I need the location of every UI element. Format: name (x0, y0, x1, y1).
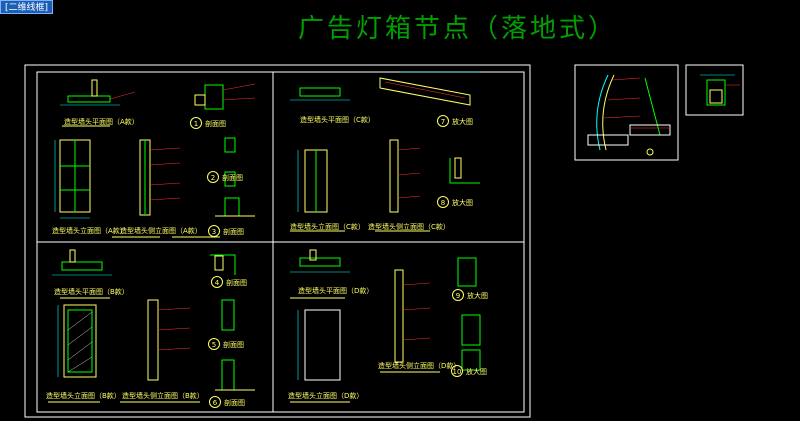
callout-4: 4 (211, 276, 223, 288)
panel-a-section2-label: 剖面图 (222, 174, 243, 182)
callout-3: 3 (208, 225, 220, 237)
callout-8: 8 (437, 196, 449, 208)
viewport-tab[interactable]: [二维线框] (0, 0, 54, 14)
panel-b-section1-label: 剖面图 (226, 279, 247, 287)
callout-7: 7 (437, 115, 449, 127)
detail-frame-1-drawing (587, 74, 671, 156)
panel-b-elev2-label: 造型墙头侧立面图（B款） (122, 392, 204, 400)
panel-c-detail2-label: 放大图 (452, 199, 473, 207)
panel-c-elev1-label: 造型墙头立面图（C款） (290, 223, 365, 231)
panel-a-section1-label: 剖面图 (205, 120, 226, 128)
panel-d-elev2-label: 造型墙头侧立面图（D款） (378, 362, 461, 370)
callout-10: 10 (451, 365, 463, 377)
panel-b-section2-label: 剖面图 (223, 341, 244, 349)
panel-c-elev2-label: 造型墙头侧立面图（C款） (368, 223, 450, 231)
sheet-outer-frame (24, 64, 531, 418)
callout-1: 1 (190, 117, 202, 129)
panel-d-drawings (290, 249, 481, 403)
detail-frame-1 (574, 64, 679, 161)
callout-9: 9 (452, 289, 464, 301)
detail-frame-2-drawing (700, 74, 740, 106)
panel-a-elev2-label: 造型墙头侧立面图（A款） (120, 227, 202, 235)
panel-b-drawings (48, 249, 255, 403)
panel-c-detail-label: 放大图 (452, 118, 473, 126)
panel-a-drawings (54, 79, 256, 238)
panel-d-plan-label: 造型墙头平面图（D款） (298, 287, 374, 295)
panel-a-elev1-label: 造型墙头立面图（A款） (52, 227, 127, 235)
drawing-title: 广告灯箱节点（落地式） (298, 14, 618, 44)
detail-frame-2 (685, 64, 744, 116)
panel-d-detail-label: 放大图 (467, 292, 488, 300)
panel-d-detail2-label: 放大图 (466, 368, 487, 376)
panel-c-plan-label: 造型墙头平面图（C款） (300, 116, 375, 124)
panel-a-section3-label: 剖面图 (223, 228, 244, 236)
panel-b-elev1-label: 造型墙头立面图（B款） (46, 392, 121, 400)
panel-b-plan-label: 造型墙头平面图（B款） (54, 288, 129, 296)
callout-5: 5 (208, 338, 220, 350)
callout-2: 2 (207, 171, 219, 183)
panel-a-plan-label: 造型墙头平面图（A款） (64, 118, 139, 126)
panel-d-elev1-label: 造型墙头立面图（D款） (288, 392, 364, 400)
callout-6: 6 (209, 396, 221, 408)
panel-b-section3-label: 剖面图 (224, 399, 245, 407)
panel-c-drawings (290, 71, 480, 232)
